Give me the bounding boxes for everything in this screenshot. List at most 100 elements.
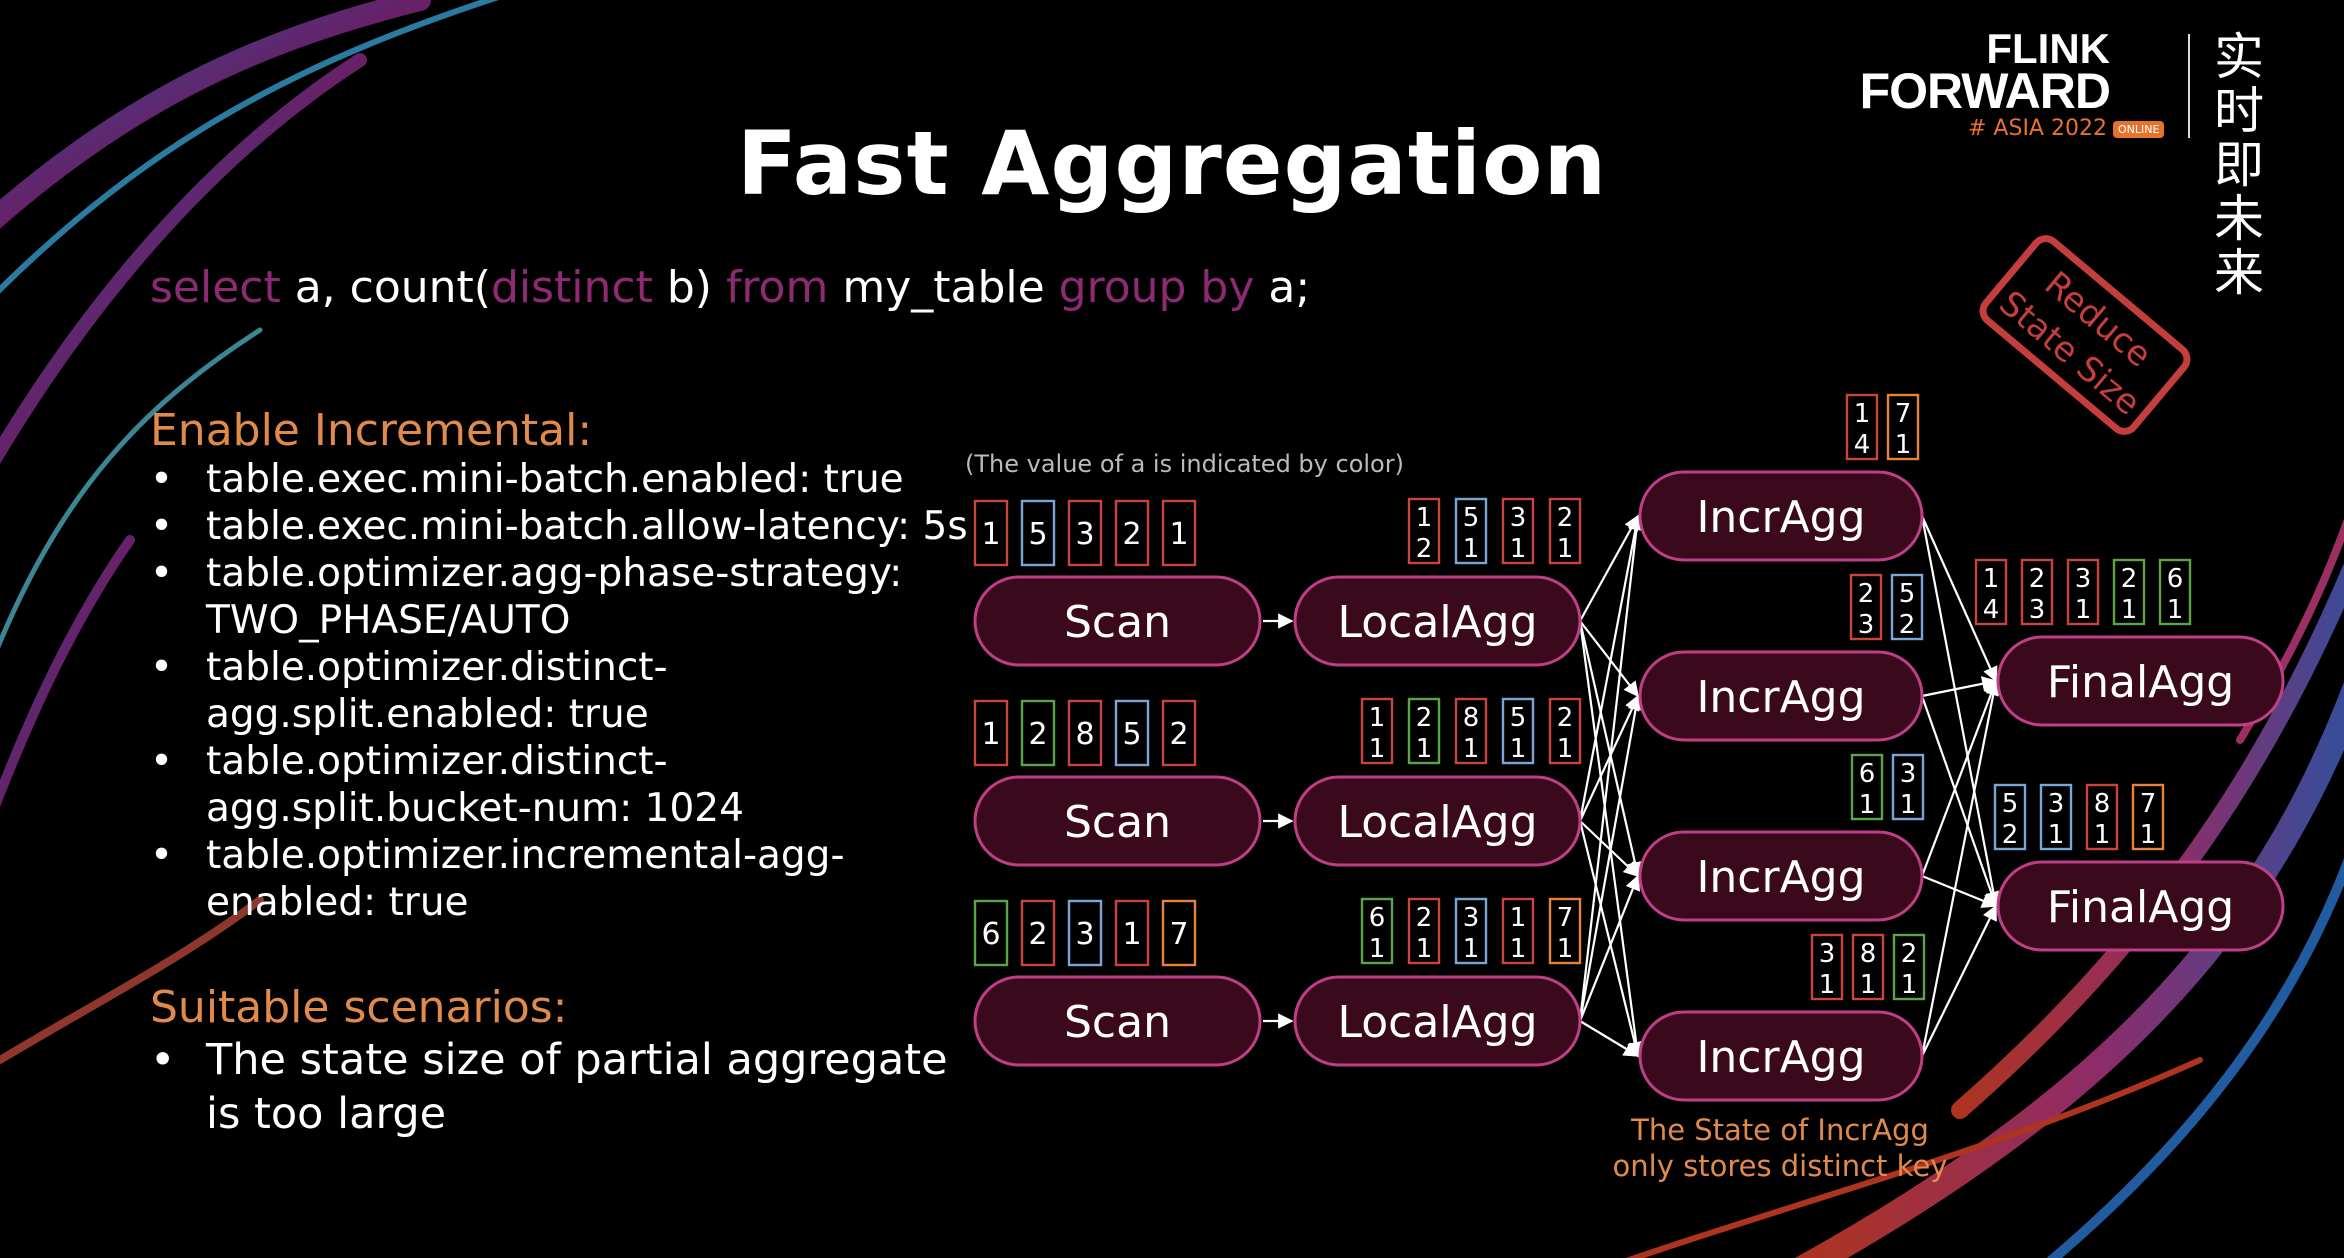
scan-node-label: Scan <box>1064 597 1171 648</box>
flow-edge <box>1920 695 1999 908</box>
scan-node-label: Scan <box>1064 797 1171 848</box>
incragg-node-shape <box>1638 830 1924 922</box>
enable-incremental-section: Enable Incremental: table.exec.mini-batc… <box>150 405 970 926</box>
record-count: 1 <box>1901 970 1918 1000</box>
record-value: 7 <box>1169 917 1188 952</box>
record-count: 1 <box>1416 934 1433 964</box>
record-box <box>1407 497 1441 565</box>
record-box <box>1851 933 1885 1001</box>
sql-query: select a, count(distinct b) from my_tabl… <box>150 262 1310 313</box>
finalagg-node-shape <box>1996 860 2285 952</box>
record-key: 3 <box>1463 903 1480 933</box>
logo-chinese-text: 实时即未来 <box>2214 28 2264 302</box>
record-value: 5 <box>1122 717 1141 752</box>
config-option: table.optimizer.distinct-agg.split.bucke… <box>150 738 970 832</box>
record-count: 1 <box>1557 734 1574 764</box>
record-key: 8 <box>2094 789 2111 819</box>
record-count: 2 <box>1416 534 1433 564</box>
record-key: 8 <box>1463 703 1480 733</box>
record-box <box>1810 933 1844 1001</box>
sql-text: my_table <box>828 262 1059 313</box>
logo-year-text: # ASIA 2022 <box>1968 116 2107 141</box>
record-count: 1 <box>1860 970 1877 1000</box>
record-key: 3 <box>2075 564 2092 594</box>
sql-keyword-from: from <box>725 262 829 313</box>
finalagg-node-label: FinalAgg <box>2047 882 2234 933</box>
flow-edge <box>1920 515 2001 908</box>
config-option: table.optimizer.incremental-agg-enabled:… <box>150 832 970 926</box>
incragg-node-shape <box>1638 650 1924 742</box>
scan-node-shape <box>973 775 1262 867</box>
record-box <box>1454 697 1488 765</box>
flow-edge <box>1920 515 1998 683</box>
record-value: 5 <box>1028 517 1047 552</box>
record-count: 1 <box>1463 734 1480 764</box>
record-count: 2 <box>1899 610 1916 640</box>
record-box <box>1891 753 1925 821</box>
flow-edge <box>1578 620 1643 878</box>
incragg-node-label: IncrAgg <box>1696 492 1865 543</box>
record-box <box>1501 497 1535 565</box>
record-key: 7 <box>1557 903 1574 933</box>
note-line: The State of IncrAgg <box>1631 1113 1929 1147</box>
record-key: 3 <box>2048 789 2065 819</box>
record-key: 2 <box>1557 703 1574 733</box>
record-box <box>1114 499 1150 567</box>
record-value: 1 <box>981 517 1000 552</box>
localagg-node-label: LocalAgg <box>1338 997 1538 1048</box>
slide-title: Fast Aggregation <box>736 112 1608 215</box>
record-value: 2 <box>1028 717 1047 752</box>
flow-edge <box>1579 1020 1640 1057</box>
record-key: 2 <box>2029 564 2046 594</box>
record-count: 1 <box>2167 595 2184 625</box>
incragg-node-label: IncrAgg <box>1696 672 1865 723</box>
record-count: 1 <box>1557 534 1574 564</box>
flow-edge <box>1578 694 1644 1022</box>
localagg-node: LocalAgg <box>1293 775 1582 867</box>
record-count: 1 <box>2121 595 2138 625</box>
record-box <box>1067 699 1103 767</box>
flow-edge <box>1921 676 1998 698</box>
record-key: 2 <box>1416 903 1433 933</box>
finalagg-node: FinalAgg <box>1996 635 2285 727</box>
flow-edge <box>1921 874 1998 908</box>
sql-text: b) <box>652 262 726 313</box>
record-count: 1 <box>1510 934 1527 964</box>
record-count: 1 <box>2048 820 2065 850</box>
record-box <box>2112 558 2146 626</box>
record-key: 6 <box>1859 759 1876 789</box>
record-count: 1 <box>1895 430 1912 460</box>
record-key: 1 <box>1854 399 1871 429</box>
record-count: 3 <box>1858 610 1875 640</box>
sql-keyword-groupby: group by <box>1058 262 1255 313</box>
record-key: 3 <box>1900 759 1917 789</box>
localagg-node-shape <box>1293 775 1582 867</box>
record-box <box>1892 933 1926 1001</box>
incragg-node: IncrAgg <box>1638 470 1924 562</box>
logo-flink-text: FLINK <box>1986 25 2110 72</box>
record-key: 3 <box>1819 939 1836 969</box>
record-box <box>1849 573 1883 641</box>
record-count: 1 <box>2094 820 2111 850</box>
record-count: 1 <box>1510 534 1527 564</box>
scenarios-list: The state size of partial aggregate is t… <box>150 1033 970 1141</box>
record-count: 2 <box>2002 820 2019 850</box>
suitable-scenarios-heading: Suitable scenarios: <box>150 982 568 1033</box>
record-key: 2 <box>1416 703 1433 733</box>
record-box <box>1454 897 1488 965</box>
operator-nodes: ScanScanScanLocalAggLocalAggLocalAggIncr… <box>973 470 2285 1102</box>
record-box <box>1845 393 1879 461</box>
record-value: 8 <box>1075 717 1094 752</box>
record-key: 1 <box>1983 564 2000 594</box>
logo-forward-text: FORWARD <box>1859 63 2111 119</box>
scan-node: Scan <box>973 575 1262 667</box>
record-value: 2 <box>1169 717 1188 752</box>
record-count: 4 <box>1983 595 2000 625</box>
record-value: 2 <box>1122 517 1141 552</box>
record-box <box>1161 499 1197 567</box>
finalagg-node: FinalAgg <box>1996 860 2285 952</box>
record-key: 7 <box>1895 399 1912 429</box>
record-box <box>1020 899 1056 967</box>
flow-edge <box>1578 514 1645 1022</box>
